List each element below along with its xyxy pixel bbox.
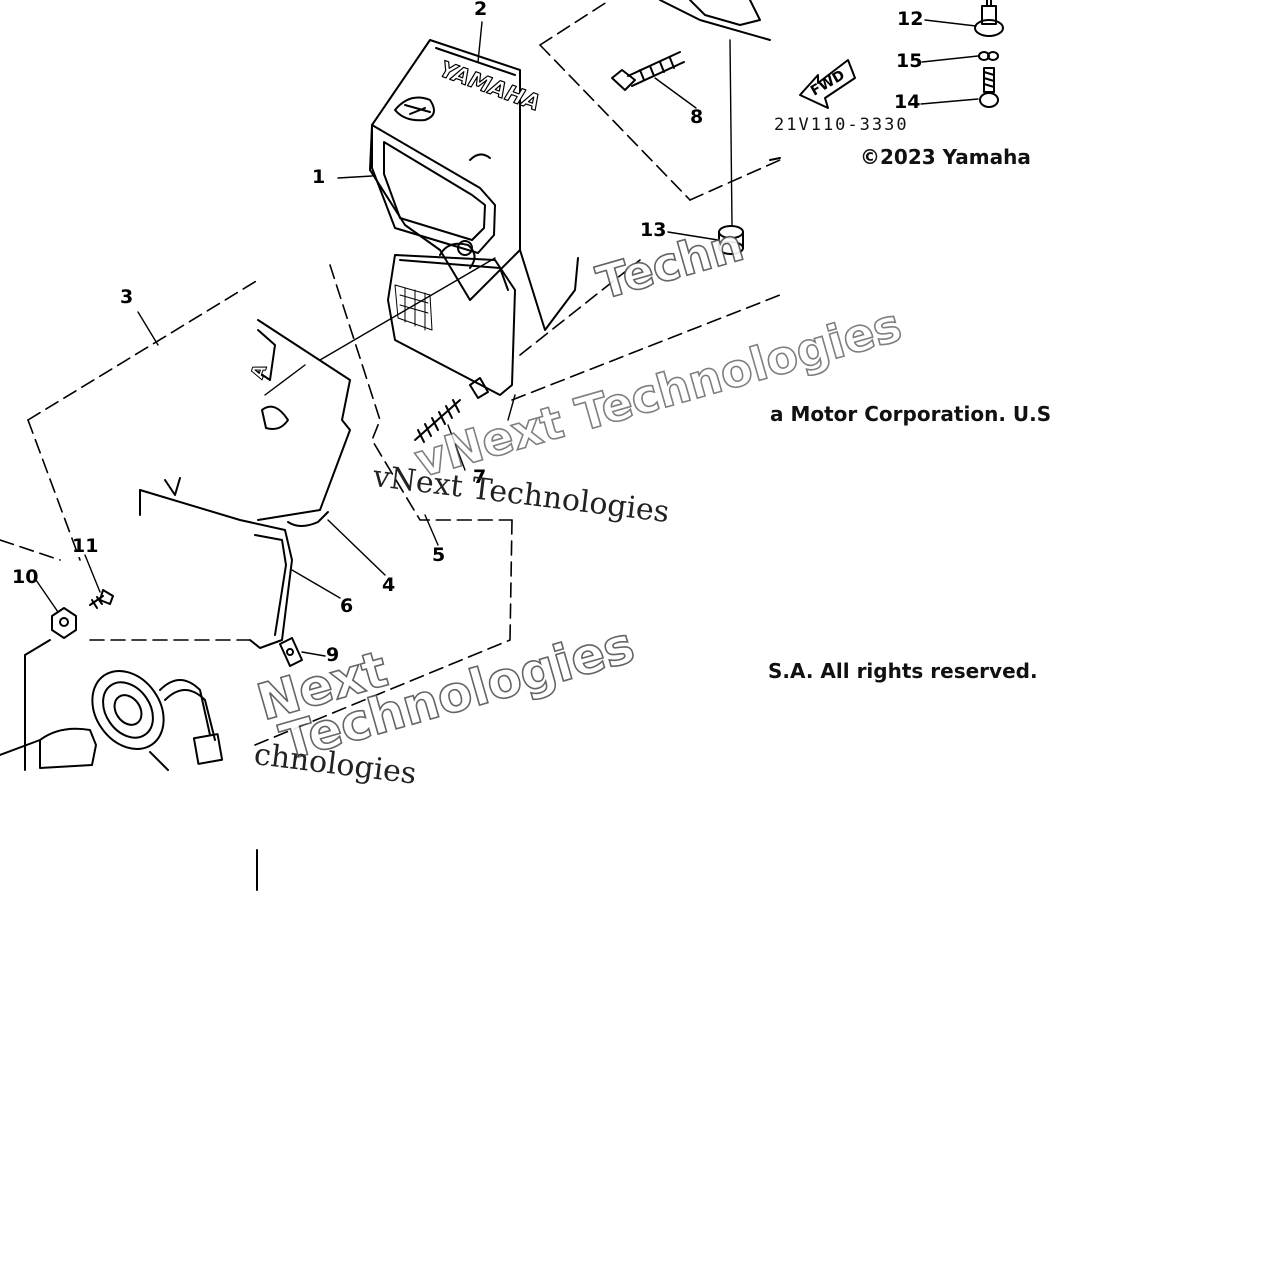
callout-6: 6 — [340, 595, 354, 617]
headlight-rim-part-1 — [371, 124, 496, 269]
callout-10: 10 — [12, 566, 39, 588]
callout-7: 7 — [473, 466, 487, 488]
callout-1: 1 — [312, 166, 326, 188]
callout-14: 14 — [894, 91, 921, 113]
forward-arrow-icon: FWD — [799, 59, 856, 109]
assembly-boundary-left — [0, 279, 511, 746]
callout-12: 12 — [897, 8, 924, 30]
screw-part-11 — [89, 589, 114, 609]
callout-leaders — [35, 19, 979, 657]
assembly-guide-lines — [264, 39, 733, 421]
wire-clip-part-4 — [287, 511, 329, 527]
bolt-part-8 — [611, 51, 685, 91]
washer-part-15 — [978, 51, 999, 61]
copyright-line-middle: a Motor Corporation. U.S — [770, 402, 1052, 426]
callout-5: 5 — [432, 544, 446, 566]
callout-15: 15 — [896, 50, 923, 72]
callout-8: 8 — [690, 106, 704, 128]
callout-3: 3 — [120, 286, 134, 308]
screw-part-12 — [974, 0, 1004, 37]
assembly-boundary-upper — [329, 0, 781, 641]
callout-9: 9 — [326, 644, 340, 666]
screw-part-14 — [979, 67, 999, 108]
callout-13: 13 — [640, 219, 667, 241]
cowl-panel-part-3: A — [246, 319, 351, 521]
nut-part-9 — [279, 637, 303, 667]
callout-4: 4 — [382, 574, 396, 596]
diagram-code: 21V110-3330 — [774, 115, 909, 135]
callout-2: 2 — [474, 0, 488, 20]
headlight-lens-part-5 — [387, 254, 516, 399]
spring-part-7 — [414, 399, 461, 443]
bulb-socket-assembly — [0, 639, 224, 771]
svg-text:FWD: FWD — [808, 67, 848, 99]
callout-11: 11 — [72, 535, 99, 557]
nut-part-10 — [51, 607, 77, 639]
top-cowl-edge — [659, 0, 781, 161]
copyright-line-top: ©2023 Yamaha — [860, 145, 1031, 169]
grommet-part-13 — [718, 225, 744, 255]
headlight-housing-part-6 — [139, 477, 293, 649]
copyright-line-bottom: S.A. All rights reserved. — [768, 659, 1038, 683]
svg-text:A: A — [247, 361, 272, 381]
